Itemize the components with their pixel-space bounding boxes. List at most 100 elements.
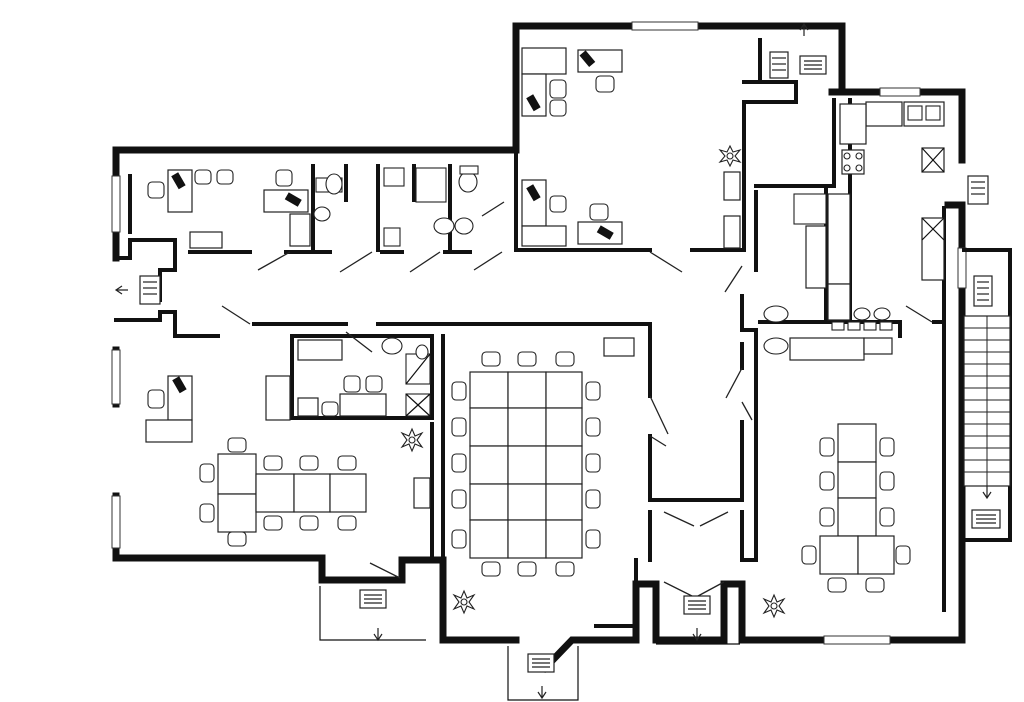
desk-icon [263,189,309,213]
conference-table [469,371,583,559]
arrow-icon [982,486,992,500]
chair-icon [451,453,467,473]
chair-icon [595,75,615,93]
door-swings [221,201,933,597]
cabinet [297,397,319,417]
chair-icon [863,321,877,331]
chair-icon [227,437,247,453]
radiator-icon [139,275,161,305]
computer-icon [171,172,186,190]
radiator-icon [527,653,555,673]
arrow-icon [114,285,128,295]
chair-icon [365,375,383,393]
chair-icon [451,381,467,401]
shower-icon [415,167,447,203]
counter [805,225,827,289]
toilet-icon [459,165,479,175]
desk-icon [145,419,193,443]
shower-icon [383,167,405,187]
counter [827,193,851,285]
chair-icon [451,489,467,509]
arrow-icon [692,628,702,642]
chair-icon [585,453,601,473]
toilet-icon [458,171,478,193]
table [819,535,859,575]
chair-icon [199,503,215,523]
cabinet [603,337,635,357]
sink-icon [454,217,474,235]
radiator-icon [683,595,711,615]
plant-icon [718,144,742,168]
arrow-icon [537,686,547,700]
table [293,473,331,513]
radiator-icon [359,589,387,609]
chair-icon [555,351,575,367]
radiator-icon [967,175,989,205]
computer-icon [526,94,541,112]
desk-icon [521,225,567,247]
chair-icon [343,375,361,393]
table [217,493,257,533]
chair-icon [337,515,357,531]
south-bay [683,595,711,642]
chair-icon [865,577,885,593]
chair-icon [831,321,845,331]
chair-icon [321,401,339,417]
chair-icon [589,203,609,221]
chair-icon [847,321,861,331]
chair-icon [517,351,537,367]
table [329,473,367,513]
computer-icon [596,225,614,240]
chair-icon [227,531,247,547]
office-north [521,47,742,249]
office-north-west [147,169,343,249]
cabinet [413,477,431,509]
computer-icon [526,184,541,202]
cabinet [723,171,741,201]
computer-icon [284,192,302,207]
chair-icon [827,577,847,593]
sink-icon [381,337,403,355]
chair-icon [263,515,283,531]
open-office-west [114,275,431,642]
radiator-icon [971,509,1001,529]
chair-icon [801,545,817,565]
shower-icon [793,193,827,225]
plant-icon [452,589,476,615]
stairwell [963,275,1011,529]
arrow-icon [373,628,383,642]
chair-icon [895,545,911,565]
counter [789,337,865,361]
desk-icon [339,393,387,417]
radiator-icon [973,275,993,307]
counter [921,217,945,281]
shower-icon [383,227,401,247]
sink-icon [763,305,789,323]
desk-icon [289,213,311,247]
desk-icon [521,47,567,75]
chair-icon [879,507,895,527]
sink-icon [873,307,891,321]
radiator-icon [769,51,789,79]
computer-icon [579,50,596,67]
sink-icon [433,217,455,235]
chair-icon [819,471,835,491]
counter [827,283,851,321]
sink-icon [763,337,789,355]
chair-icon [147,181,165,199]
appliance [839,103,867,145]
arrow-icon [799,22,809,36]
counter [865,101,903,127]
chair-icon [585,489,601,509]
chair-icon [194,169,212,185]
table [255,473,295,513]
table [857,535,895,575]
toilet-icon [415,344,429,360]
plant-icon [400,427,424,453]
chair-icon [585,417,601,437]
chair-icon [555,561,575,577]
chair-icon [879,321,893,331]
small-office [297,337,431,453]
meeting-room-central [451,337,635,700]
